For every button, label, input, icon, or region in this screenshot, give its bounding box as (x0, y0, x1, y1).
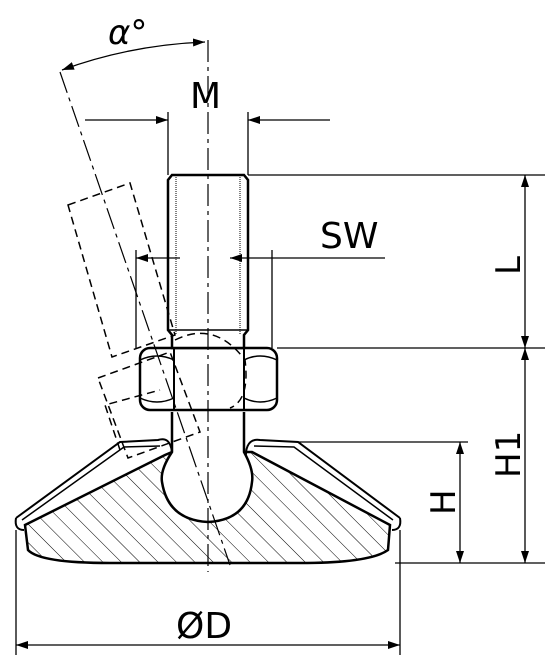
ball (160, 412, 254, 524)
angle-label: α° (108, 13, 147, 53)
height-total-label: H1 (489, 431, 529, 478)
ball-joint (160, 412, 254, 524)
length-label: L (489, 256, 529, 275)
tilt-axis (59, 71, 231, 566)
height-base-label: H (424, 489, 464, 515)
dimensions (15, 38, 545, 655)
base-plate (14, 438, 402, 565)
base-shell-lip-left (14, 517, 25, 531)
angle-arc (61, 38, 206, 71)
thread-label: M (190, 76, 221, 117)
center-lines (59, 40, 231, 572)
tilted-bolt-phantom (67, 182, 247, 459)
wrench-size-label: SW (320, 216, 378, 257)
base-shell-lip-right (391, 517, 402, 531)
diameter-label: ØD (176, 606, 232, 647)
